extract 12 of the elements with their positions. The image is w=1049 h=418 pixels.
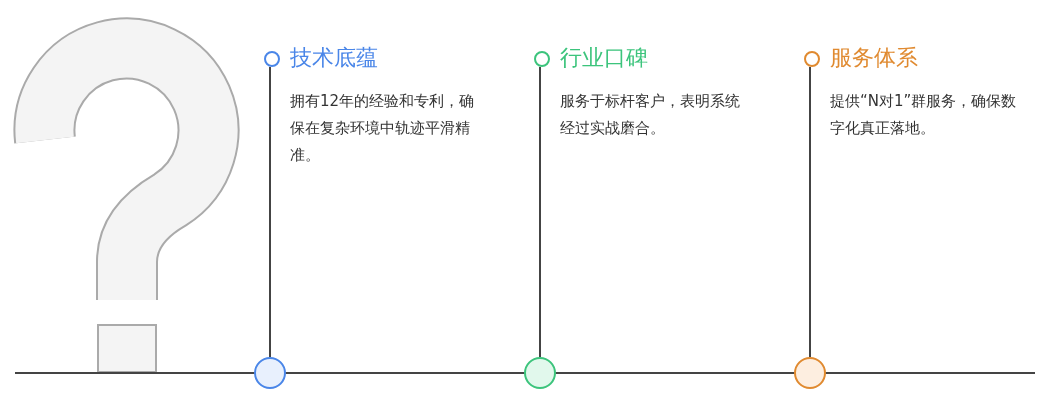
description-text: 拥有12年的经验和专利，确保在复杂环境中轨迹平滑精准。 <box>290 91 476 166</box>
connector-line <box>809 66 811 358</box>
section-heading: 行业口碑 <box>560 44 648 72</box>
connector-line <box>269 66 271 358</box>
timeline-milestone-circle <box>794 357 826 389</box>
section-heading: 技术底蕴 <box>290 44 378 72</box>
timeline-milestone-circle <box>524 357 556 389</box>
description-text: 提供“N对1”群服务，确保数字化真正落地。 <box>830 91 1018 139</box>
connector-line <box>539 66 541 358</box>
timeline-milestone-circle <box>254 357 286 389</box>
section-heading: 服务体系 <box>830 44 918 72</box>
description-text: 服务于标杆客户，表明系统经过实战磨合。 <box>560 91 741 139</box>
